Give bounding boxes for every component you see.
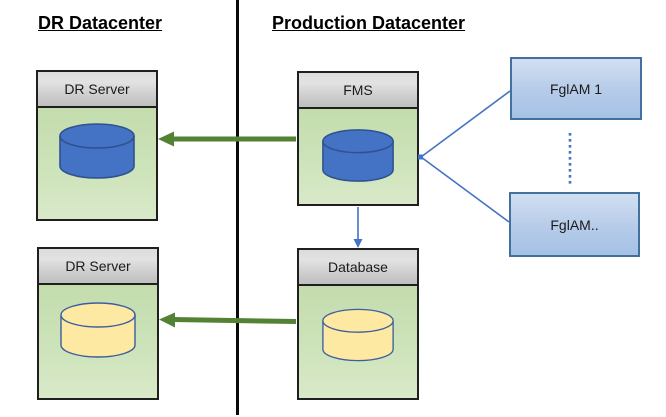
production-datacenter-title: Production Datacenter — [272, 13, 466, 33]
node-body — [299, 286, 417, 398]
replication-arrow-db-to-dr-bottom — [159, 312, 297, 328]
dr-datacenter-title: DR Datacenter — [38, 13, 163, 33]
fglam1-to-fms-connector — [420, 90, 511, 158]
replication-arrow-fms-to-dr-top — [158, 131, 296, 147]
node-dr-server-bottom: DR Server — [37, 247, 159, 400]
node-label: DR Server — [65, 258, 131, 274]
node-title-bar: FMS — [299, 73, 417, 109]
node-body — [39, 285, 157, 398]
node-body — [38, 108, 156, 219]
node-fglam-1: FglAM 1 — [510, 57, 642, 120]
node-title-bar: Database — [299, 250, 417, 286]
node-label: FglAM.. — [550, 216, 599, 233]
database-cylinder-blue-icon — [59, 123, 135, 179]
node-body — [299, 109, 417, 204]
node-title-bar: DR Server — [39, 249, 157, 285]
database-cylinder-blue-icon — [322, 129, 394, 182]
node-fglam-n: FglAM.. — [509, 192, 640, 257]
fglamn-to-fms-connector — [420, 156, 510, 223]
node-dr-server-top: DR Server — [36, 70, 158, 221]
node-label: DR Server — [64, 81, 130, 97]
node-label: FglAM 1 — [549, 80, 603, 97]
node-fms: FMS — [297, 71, 419, 206]
database-cylinder-yellow-icon — [322, 308, 394, 362]
datacenter-divider-line — [236, 0, 239, 415]
database-cylinder-yellow-icon — [60, 302, 136, 358]
node-database: Database — [297, 248, 419, 400]
node-label: FMS — [343, 82, 373, 98]
node-label: Database — [328, 259, 388, 275]
node-title-bar: DR Server — [38, 72, 156, 108]
fms-to-database-arrow — [353, 207, 363, 248]
